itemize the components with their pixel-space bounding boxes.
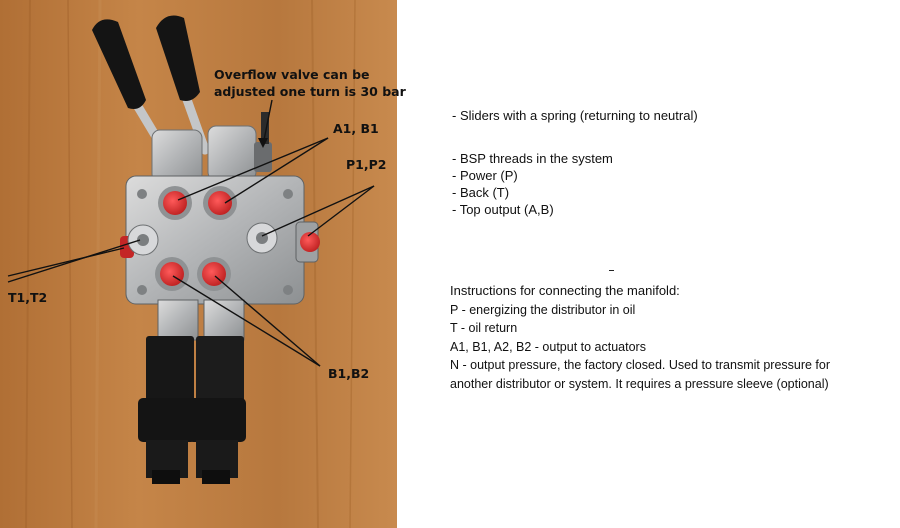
overflow-label-line-1: Overflow valve can be [214,67,370,82]
divider-mark [609,270,614,271]
callout-lines [7,99,375,367]
feature-item: - Power (P) [452,168,518,183]
product-photo [0,0,397,528]
instructions-heading: Instructions for connecting the manifold… [450,283,680,298]
overflow-valve-label: Overflow valve can be adjusted one turn … [214,66,406,100]
label-t1-t2: T1,T2 [8,290,48,305]
label-a1-b1: A1, B1 [333,121,379,136]
instruction-line: another distributor or system. It requir… [450,376,829,391]
overflow-label-line-2: adjusted one turn is 30 bar [214,84,406,99]
feature-item: - BSP threads in the system [452,151,613,166]
overflow-arrow-head [258,138,268,148]
feature-list: - Sliders with a spring (returning to ne… [452,107,698,218]
feature-item: - Sliders with a spring (returning to ne… [452,108,698,123]
label-b1-b2: B1,B2 [328,366,370,381]
instruction-line: A1, B1, A2, B2 - output to actuators [450,339,646,354]
port-steel [127,222,278,256]
connection-instructions: Instructions for connecting the manifold… [450,282,890,393]
instruction-line: P - energizing the distributor in oil [450,302,636,317]
label-p1-p2: P1,P2 [346,157,387,172]
solenoid-coils [138,299,246,484]
instruction-line: N - output pressure, the factory closed.… [450,358,831,372]
feature-item: - Top output (A,B) [452,202,554,217]
feature-item: - Back (T) [452,185,510,200]
instruction-line: T - oil return [450,321,518,335]
valve-top-housing [151,112,272,183]
